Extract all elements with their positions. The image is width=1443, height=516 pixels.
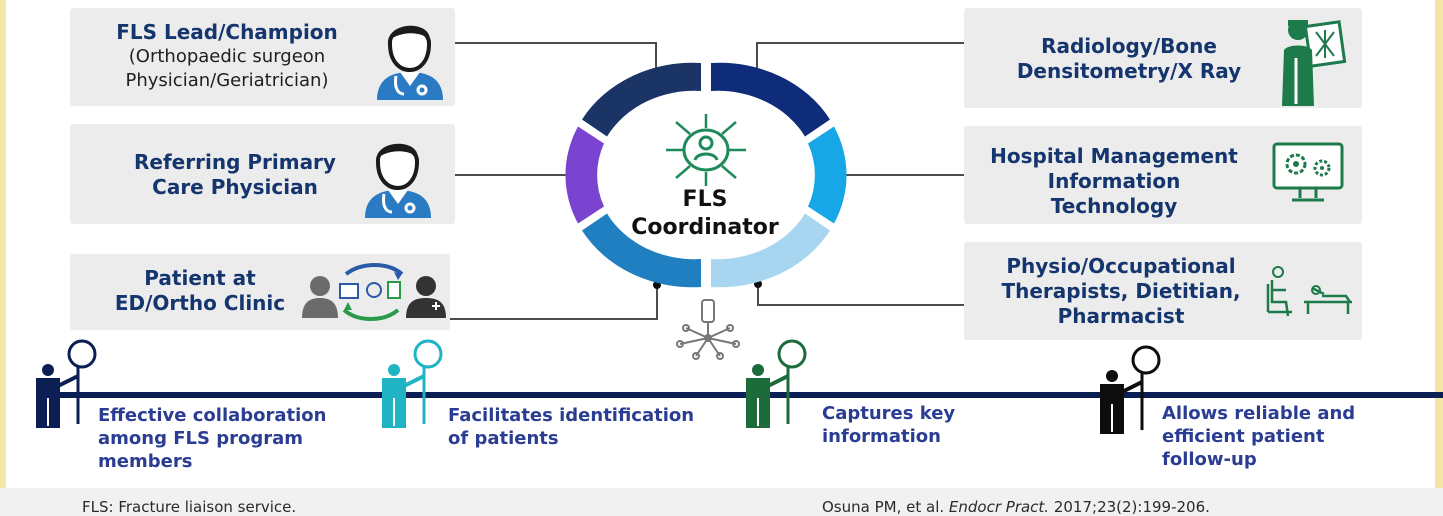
network-hub-icon [676,299,740,360]
citation-details: 2017;23(2):199-206. [1049,498,1210,516]
fls-lead-sub2: Physician/Geriatrician) [125,70,329,91]
computer-gears-icon [1272,142,1344,202]
ring-segment-bottom-left [582,213,701,288]
presenter-figure-icon [36,339,97,428]
patient-doctor-exchange-icon [302,263,446,321]
coordinator-title: FLS Coordinator [600,186,810,242]
timeline-3-line1: Captures key [822,403,956,424]
footer-band [0,488,1443,516]
connector-right-bot-v [757,284,759,306]
box-physio: Physio/Occupational Therapists, Dietitia… [964,242,1362,340]
box-patient-clinic: Patient at ED/Ortho Clinic [70,254,450,330]
doctor-icon [377,25,443,100]
connector-dot [754,280,762,288]
right-border [1435,0,1443,516]
timeline-4-line2: efficient patient [1162,426,1325,447]
timeline-item-2: Facilitates identification of patients [448,404,694,450]
connector-left-mid-h [455,174,579,176]
timeline-item-4: Allows reliable and efficient patient fo… [1162,402,1355,471]
connector-right-top-v [756,42,758,76]
timeline-4-line3: follow-up [1162,449,1257,470]
physio-title-3: Pharmacist [1057,304,1185,328]
coordinator-title-line2: Coordinator [631,215,779,240]
fls-lead-title: FLS Lead/Champion [116,20,338,44]
left-border [0,0,6,516]
network-person-icon [666,114,746,186]
timeline-bar [40,392,1443,398]
connector-right-mid-h [836,174,964,176]
timeline-1-line3: members [98,451,193,472]
citation-journal: Endocr Pract. [948,498,1050,516]
fls-lead-sub1: (Orthopaedic surgeon [128,46,326,67]
presenter-figure-icon [746,339,807,428]
box-hospital-it: Hospital Management Information Technolo… [964,126,1362,224]
presenter-figure-icon [1100,345,1161,434]
rehab-bed-icon [1266,266,1352,317]
hospital-title-2: Information [1047,169,1181,193]
coordinator-title-line1: FLS [682,187,728,212]
timeline-1-line1: Effective collaboration [98,405,327,426]
citation: Osuna PM, et al. Endocr Pract. 2017;23(2… [822,498,1210,516]
ring-segment-bottom-right [711,213,830,288]
ring-segment-top-right [711,62,830,137]
radiologist-xray-icon [1282,20,1347,106]
physio-title-1: Physio/Occupational [1006,254,1236,278]
timeline-2-line1: Facilitates identification [448,405,695,426]
connector-dot [653,281,661,289]
doctor-icon [365,143,431,218]
connector-left-top-h [455,42,657,44]
timeline-4-line1: Allows reliable and [1162,403,1356,424]
ring-segment-left [565,126,604,224]
presenter-figure-icon [382,339,443,428]
coordinator-ring [565,62,847,288]
footnote-abbreviation: FLS: Fracture liaison service. [82,498,297,516]
hospital-title-1: Hospital Management [990,144,1238,168]
ring-segment-right [808,126,847,224]
box-radiology: Radiology/Bone Densitometry/X Ray [964,8,1362,108]
timeline-item-1: Effective collaboration among FLS progra… [98,404,327,473]
patient-title-2: ED/Ortho Clinic [114,291,286,315]
radiology-title-1: Radiology/Bone [1041,34,1217,58]
box-fls-lead: FLS Lead/Champion (Orthopaedic surgeon P… [70,8,455,106]
connector-left-bot-v [656,286,658,320]
citation-authors: Osuna PM, et al. [822,498,949,516]
timeline-2-line2: of patients [448,428,559,449]
timeline-3-line2: information [822,426,941,447]
referring-title-2: Care Physician [152,175,318,199]
physio-title-2: Therapists, Dietitian, [1001,279,1241,303]
timeline-item-3: Captures key information [822,402,955,448]
ring-segment-top-left [582,62,701,137]
connector-right-top-h [756,42,964,44]
referring-title-1: Referring Primary [134,150,336,174]
hospital-title-3: Technology [1050,194,1178,218]
box-referring-physician: Referring Primary Care Physician [70,124,455,224]
connector-right-bot-h [757,304,964,306]
connector-left-top-v [655,42,657,76]
connector-left-bot-h [450,318,658,320]
timeline-1-line2: among FLS program [98,428,304,449]
radiology-title-2: Densitometry/X Ray [1016,59,1242,83]
patient-title-1: Patient at [144,266,256,290]
